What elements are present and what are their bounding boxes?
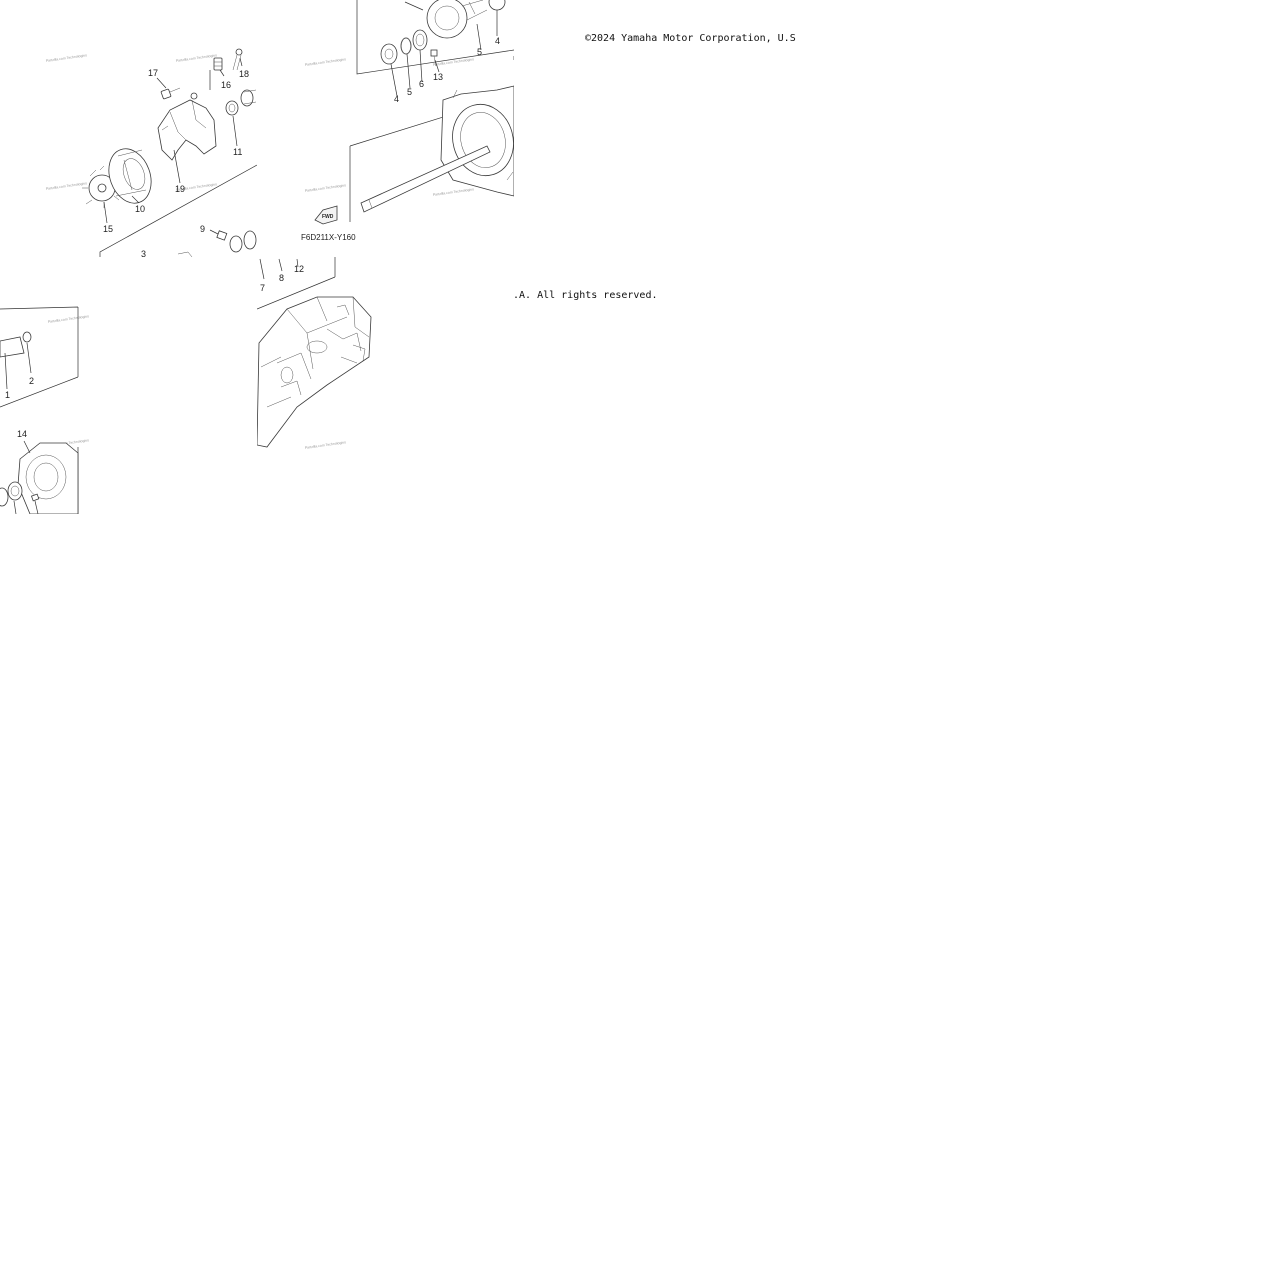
bolt-18-part	[232, 48, 243, 71]
callout-9: 9	[200, 224, 205, 234]
frame-line	[0, 306, 79, 514]
callout-13: 13	[433, 72, 443, 82]
fwd-label: FWD	[322, 214, 334, 220]
callout-14: 14	[17, 429, 27, 439]
watermark-text: Partzilla.com Technologies	[305, 57, 347, 67]
callout-5-right: 5	[477, 47, 482, 57]
copyright-line-2: .A. All rights reserved.	[513, 290, 658, 301]
diagram-tile-center-svg: Partzilla.com Technologies 7 8 12	[257, 257, 372, 450]
frame-line	[257, 257, 336, 310]
watermark-text: Partzilla.com Technologies	[46, 53, 88, 63]
callout-2: 2	[29, 376, 34, 386]
callout-18: 18	[239, 69, 249, 79]
housing-14-part	[0, 442, 79, 514]
washer-11-part	[225, 89, 257, 116]
callout-4: 4	[394, 94, 399, 104]
callout-17: 17	[148, 68, 158, 78]
diagram-tile-center: Partzilla.com Technologies 7 8 12	[257, 257, 514, 514]
frame-line	[99, 70, 257, 257]
bolt-9-part	[177, 229, 257, 257]
diagram-tile-middle-left: Partzilla.com Technologies Partzilla.com…	[0, 257, 257, 514]
watermark-text: Partzilla.com Technologies	[46, 181, 88, 191]
watermark-text: Partzilla.com Technologies	[433, 57, 475, 67]
callout-1: 1	[5, 390, 10, 400]
callout-11: 11	[233, 147, 242, 157]
watermark-text: Partzilla.com Technologies	[176, 182, 218, 192]
bolt-17-part	[160, 87, 181, 100]
frame-line	[349, 0, 514, 222]
callout-5: 5	[407, 87, 412, 97]
housing-part	[426, 0, 506, 39]
diagram-tile-top-left: Partzilla.com Technologies Partzilla.com…	[0, 0, 257, 257]
leader-line	[259, 258, 299, 280]
watermark-text: Partzilla.com Technologies	[48, 314, 90, 324]
callout-3: 3	[141, 249, 146, 257]
shaft-end-part	[0, 331, 32, 358]
callout-8: 8	[279, 273, 284, 283]
bearing-4-part	[380, 43, 398, 65]
callout-15: 15	[103, 224, 113, 234]
diagram-tile-top-middle-svg: Partzilla.com Technologies Partzilla.com…	[301, 0, 514, 242]
callout-4-right: 4	[495, 36, 500, 46]
callout-10: 10	[135, 204, 145, 214]
watermark-text: Partzilla.com Technologies	[176, 53, 218, 63]
pump-housing-part	[440, 85, 514, 197]
callout-6: 6	[419, 79, 424, 89]
diagram-tile-middle-left-svg: Partzilla.com Technologies Partzilla.com…	[0, 306, 90, 514]
diagram-tile-top-left-svg: Partzilla.com Technologies Partzilla.com…	[46, 48, 257, 257]
watermark-text: Partzilla.com Technologies	[48, 438, 90, 448]
callout-19: 19	[175, 184, 185, 194]
drum-part	[108, 148, 152, 204]
watermark-text: Partzilla.com Technologies	[305, 183, 347, 193]
watermark-text: Partzilla.com Technologies	[433, 187, 475, 197]
callout-12: 12	[294, 264, 304, 274]
callout-16: 16	[221, 80, 231, 90]
fwd-arrow-icon: FWD	[314, 205, 338, 225]
diagram-tile-top-middle: Partzilla.com Technologies Partzilla.com…	[257, 0, 514, 257]
snap-ring-5-part	[400, 37, 412, 55]
seal-6-part	[412, 29, 428, 51]
bolt-16-part	[213, 57, 223, 71]
drive-shaft-part	[360, 145, 491, 213]
copyright-line-1: ©2024 Yamaha Motor Corporation, U.S	[585, 33, 796, 44]
diagram-code: F6D211X-Y160	[301, 233, 356, 242]
watermark-text: Partzilla.com Technologies	[305, 440, 347, 450]
cover-part	[157, 92, 217, 161]
callout-7: 7	[260, 283, 265, 293]
jet-pump-casing-part	[257, 296, 372, 448]
